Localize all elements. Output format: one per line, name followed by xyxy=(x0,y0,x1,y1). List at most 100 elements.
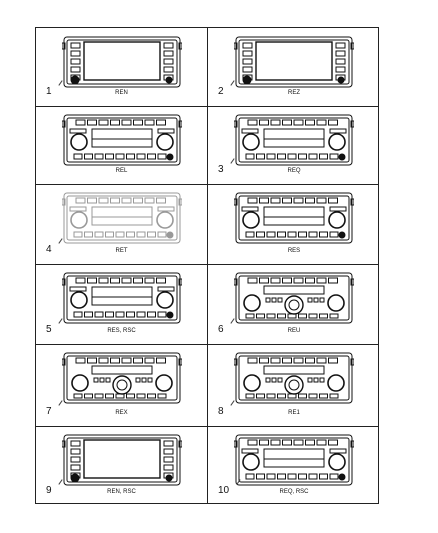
function-button xyxy=(319,473,328,480)
callout-number: 9 xyxy=(46,485,52,496)
preset-button xyxy=(328,197,338,204)
tune-knob xyxy=(328,211,346,229)
radio-panel: REN 1 xyxy=(36,28,207,106)
preset-button xyxy=(282,357,292,364)
radio-chassis xyxy=(235,192,353,244)
preset-button xyxy=(316,277,327,284)
function-button xyxy=(84,311,93,318)
function-button xyxy=(329,313,339,319)
function-button xyxy=(84,231,93,238)
preset-button xyxy=(242,58,253,65)
function-button xyxy=(256,153,265,160)
preset-button xyxy=(259,119,269,126)
function-button xyxy=(308,153,318,160)
function-button xyxy=(136,153,146,160)
function-button xyxy=(329,231,339,238)
function-button xyxy=(298,153,307,160)
tune-knob xyxy=(327,294,345,312)
preset-button xyxy=(259,277,269,284)
radio-chassis xyxy=(63,272,181,324)
column-divider xyxy=(207,28,208,503)
preset-button xyxy=(282,197,292,204)
tune-knob xyxy=(156,133,174,151)
preset-button xyxy=(247,197,258,204)
function-button xyxy=(298,313,307,319)
radio-unit-illustration xyxy=(234,434,354,486)
preset-button xyxy=(335,66,346,73)
function-button xyxy=(126,393,135,399)
function-button xyxy=(157,153,167,160)
radio-chassis xyxy=(235,114,353,166)
function-button xyxy=(73,231,83,238)
radio-chassis xyxy=(235,272,353,324)
radio-code-label: REN xyxy=(115,90,128,96)
radio-panel: REL xyxy=(36,106,207,184)
function-button xyxy=(94,311,104,318)
preset-button xyxy=(242,50,253,57)
preset-button xyxy=(259,357,269,364)
radio-code-label: REU xyxy=(287,328,301,334)
function-button xyxy=(298,393,307,399)
preset-button xyxy=(133,197,143,204)
function-button xyxy=(256,231,265,238)
volume-knob xyxy=(242,75,252,85)
radio-unit-illustration xyxy=(62,272,182,324)
radio-unit-illustration xyxy=(62,352,182,404)
preset-button xyxy=(70,50,81,57)
function-button xyxy=(147,393,156,399)
radio-code-label: RE1 xyxy=(288,410,300,416)
function-button xyxy=(136,393,146,399)
preset-button xyxy=(70,440,81,447)
preset-button xyxy=(247,119,258,126)
function-button xyxy=(308,473,318,480)
function-button xyxy=(266,393,276,399)
preset-button xyxy=(156,119,166,126)
preset-button xyxy=(247,357,258,364)
preset-button xyxy=(316,439,327,446)
preset-button xyxy=(305,119,315,126)
preset-button xyxy=(121,119,132,126)
radio-unit-illustration xyxy=(234,114,354,166)
radio-panel: RES xyxy=(208,184,380,264)
tune-knob xyxy=(165,474,173,482)
touch-screen xyxy=(83,439,161,479)
radio-code-label: REZ xyxy=(288,90,300,96)
preset-button xyxy=(75,277,86,284)
function-button xyxy=(329,393,339,399)
preset-button xyxy=(121,197,132,204)
preset-button xyxy=(293,439,304,446)
callout-number: 1 xyxy=(46,86,52,97)
function-button xyxy=(308,313,318,319)
preset-button xyxy=(163,464,174,471)
preset-button xyxy=(282,277,292,284)
callout-number: 10 xyxy=(218,485,230,496)
preset-button xyxy=(87,197,97,204)
preset-button xyxy=(242,66,253,73)
preset-button xyxy=(70,42,81,49)
function-button xyxy=(245,313,255,319)
display xyxy=(91,206,153,226)
display xyxy=(91,365,153,375)
preset-button xyxy=(87,277,97,284)
function-button xyxy=(126,311,135,318)
center-dial xyxy=(284,375,304,395)
preset-button xyxy=(328,357,338,364)
function-button xyxy=(157,311,167,318)
function-button xyxy=(319,153,328,160)
function-button xyxy=(136,231,146,238)
function-button xyxy=(147,231,156,238)
radio-chassis xyxy=(63,434,181,486)
preset-button xyxy=(70,58,81,65)
function-button xyxy=(245,231,255,238)
display xyxy=(91,286,153,306)
preset-button xyxy=(163,50,174,57)
volume-knob xyxy=(242,211,260,229)
preset-button xyxy=(87,357,97,364)
tune-knob xyxy=(327,374,345,392)
